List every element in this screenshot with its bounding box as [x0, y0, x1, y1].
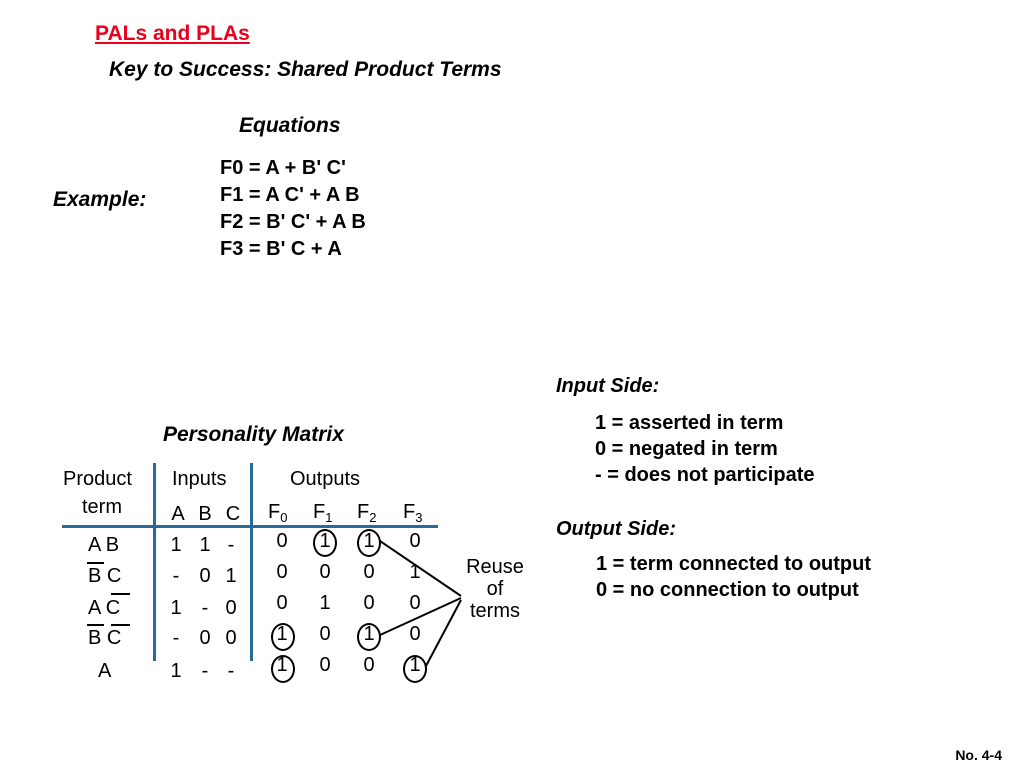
slide-number: No. 4-4 [955, 747, 1002, 763]
col-outputs-header: Outputs [290, 468, 361, 490]
term-negation-bar [87, 562, 104, 564]
term-negation-bar [87, 624, 104, 626]
col-product-header-2: term [82, 496, 122, 518]
output-cell: 0 [409, 592, 421, 614]
output-cell: 0 [319, 654, 331, 676]
output-cell: 1 [409, 561, 421, 583]
term-row-1: A B [88, 534, 120, 556]
input-cell: - [201, 597, 209, 619]
equations-list: F0 = A + B' C' F1 = A C' + A B F2 = B' C… [220, 155, 366, 263]
term-negation-bar [111, 624, 130, 626]
term-row-2: B C [88, 565, 122, 587]
matrix-divider-right [250, 463, 253, 661]
output-legend-line: 0 = no connection to output [596, 579, 859, 601]
output-name-f3: F3 [403, 501, 422, 529]
reuse-label-line: Reuse [466, 556, 524, 578]
shared-term-circle [403, 655, 427, 683]
input-cell: 0 [199, 565, 211, 587]
output-cell: 0 [363, 592, 375, 614]
equation-f0: F0 = A + B' C' [220, 157, 346, 179]
reuse-label-line: of [486, 578, 504, 600]
input-cell: 1 [170, 534, 182, 556]
reuse-label: Reuse of terms [459, 556, 531, 622]
input-cell: 0 [199, 627, 211, 649]
output-name-sub: 0 [280, 510, 288, 525]
term-row-5: A [98, 660, 112, 682]
matrix-divider-left [153, 463, 156, 661]
term-negation-bar [111, 593, 130, 595]
output-side-lines: 1 = term connected to output 0 = no conn… [596, 551, 871, 603]
example-label: Example: [53, 188, 147, 211]
output-name-f0: F0 [268, 501, 287, 529]
output-cell: 0 [363, 654, 375, 676]
output-name-sub: 1 [325, 510, 333, 525]
shared-term-circle [313, 529, 337, 557]
output-name-base: F [403, 501, 416, 523]
personality-matrix-title: Personality Matrix [163, 423, 344, 446]
output-cell: 0 [319, 623, 331, 645]
input-side-header: Input Side: [556, 375, 660, 397]
output-cell: 0 [363, 561, 375, 583]
shared-term-circle [357, 529, 381, 557]
input-legend-line: - = does not participate [595, 464, 815, 486]
equation-f3: F3 = B' C + A [220, 238, 342, 260]
output-name-sub: 3 [415, 510, 423, 525]
input-cell: 1 [225, 565, 237, 587]
output-legend-line: 1 = term connected to output [596, 553, 872, 575]
output-name-sub: 2 [369, 510, 377, 525]
matrix-header-rule [62, 525, 438, 528]
input-legend-line: 0 = negated in term [595, 438, 778, 460]
output-name-base: F [268, 501, 281, 523]
term-row-3: A C [88, 597, 121, 619]
input-name-a: A [171, 503, 185, 525]
reuse-label-line: terms [470, 600, 520, 622]
slide-subtitle: Key to Success: Shared Product Terms [109, 58, 502, 81]
output-side-header: Output Side: [556, 518, 676, 540]
input-cell: - [227, 534, 235, 556]
output-name-base: F [357, 501, 370, 523]
input-cell: - [172, 565, 180, 587]
input-legend-line: 1 = asserted in term [595, 412, 784, 434]
output-cell: 0 [409, 530, 421, 552]
output-name-f2: F2 [357, 501, 376, 529]
input-side-lines: 1 = asserted in term 0 = negated in term… [595, 410, 814, 488]
input-name-b: B [198, 503, 212, 525]
term-row-4: B C [88, 627, 122, 649]
col-inputs-header: Inputs [172, 468, 227, 490]
input-cell: 0 [225, 597, 237, 619]
output-cell: 0 [276, 561, 288, 583]
input-cell: - [172, 627, 180, 649]
input-cell: - [227, 660, 235, 682]
output-name-base: F [313, 501, 326, 523]
input-cell: - [201, 660, 209, 682]
shared-term-circle [271, 655, 295, 683]
equations-header: Equations [239, 114, 341, 137]
equation-f2: F2 = B' C' + A B [220, 211, 366, 233]
output-cell: 1 [319, 592, 331, 614]
input-name-c: C [225, 503, 241, 525]
input-cell: 0 [225, 627, 237, 649]
input-cell: 1 [170, 597, 182, 619]
equation-f1: F1 = A C' + A B [220, 184, 360, 206]
input-cell: 1 [170, 660, 182, 682]
input-cell: 1 [199, 534, 211, 556]
output-cell: 0 [319, 561, 331, 583]
shared-term-circle [357, 623, 381, 651]
shared-term-circle [271, 623, 295, 651]
output-cell: 0 [276, 592, 288, 614]
output-name-f1: F1 [313, 501, 332, 529]
output-cell: 0 [409, 623, 421, 645]
col-product-header-1: Product [63, 468, 132, 490]
output-cell: 0 [276, 530, 288, 552]
slide-title: PALs and PLAs [95, 22, 250, 45]
